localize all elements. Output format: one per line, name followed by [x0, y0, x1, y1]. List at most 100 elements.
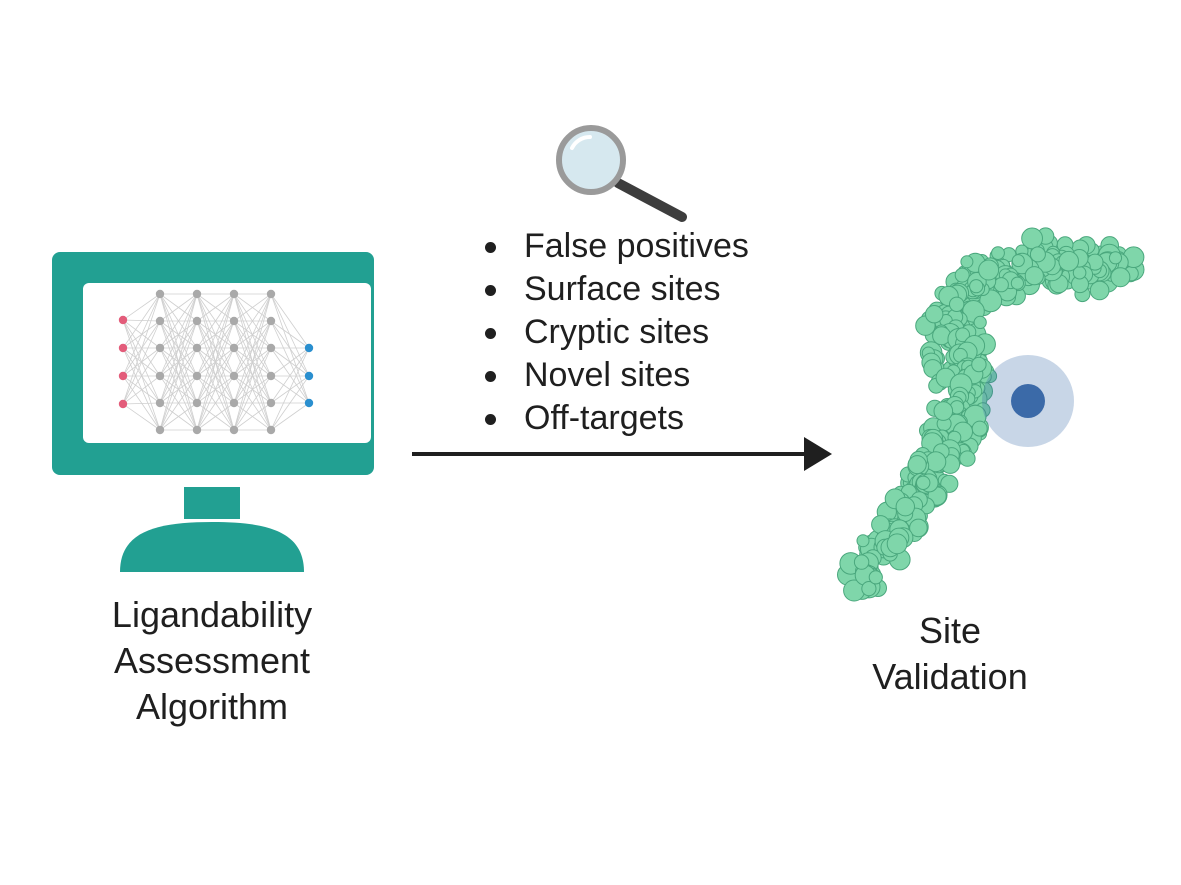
network-node — [155, 425, 165, 435]
network-node — [118, 315, 128, 325]
protein-atom — [971, 356, 987, 373]
network-edge — [270, 402, 310, 431]
neural-network-icon — [118, 289, 314, 435]
network-node — [304, 398, 314, 408]
network-edge — [159, 293, 198, 431]
protein-atom — [916, 475, 931, 490]
network-node — [192, 425, 202, 435]
network-node — [192, 289, 202, 299]
protein-atom — [868, 570, 883, 585]
network-node — [229, 343, 239, 353]
protein-atom — [853, 554, 870, 570]
caption-line: Ligandability — [111, 594, 313, 635]
network-edge — [122, 375, 161, 405]
protein-atom — [993, 277, 1009, 293]
network-edge — [159, 293, 198, 377]
caption-line: Algorithm — [135, 686, 289, 727]
network-edge — [233, 320, 272, 431]
protein-atom — [971, 420, 988, 437]
network-edge — [122, 319, 161, 349]
arrow-head — [804, 437, 832, 471]
list-item: Novel sites — [480, 354, 749, 397]
network-node — [266, 398, 276, 408]
protein-atom — [1011, 254, 1025, 268]
network-edge — [270, 347, 310, 404]
network-edge — [122, 293, 161, 321]
magnifying-glass-icon — [556, 125, 687, 222]
caption-line: Assessment — [113, 640, 311, 681]
protein-atom — [1029, 246, 1046, 263]
network-node — [118, 343, 128, 353]
network-node — [192, 343, 202, 353]
list-item: Surface sites — [480, 268, 749, 311]
monitor-icon — [52, 252, 374, 572]
network-edge — [196, 402, 235, 431]
network-edge — [159, 402, 198, 431]
network-edge — [159, 347, 198, 431]
network-edge — [122, 403, 161, 431]
network-edge — [196, 293, 235, 349]
arrow-icon — [412, 437, 832, 471]
network-node — [155, 398, 165, 408]
network-edge — [122, 293, 161, 349]
network-edge — [270, 375, 310, 431]
network-edge — [196, 347, 235, 431]
network-node — [229, 371, 239, 381]
protein-atom — [940, 474, 959, 493]
protein-atom — [955, 327, 970, 343]
network-edge — [196, 293, 235, 404]
network-node — [229, 316, 239, 326]
caption-line: Site — [918, 610, 982, 651]
network-node — [229, 398, 239, 408]
validation-caption: Site Validation — [830, 608, 1070, 700]
network-edge — [270, 347, 310, 377]
network-edge — [233, 293, 272, 349]
network-edge — [122, 293, 161, 377]
network-edge — [233, 293, 272, 377]
protein-atom — [1024, 266, 1044, 286]
network-edge — [233, 293, 272, 431]
network-edge — [196, 320, 235, 431]
protein-atom — [1110, 267, 1131, 288]
network-node — [304, 343, 314, 353]
protein-atom — [973, 315, 987, 329]
protein-structure-icon — [837, 227, 1145, 602]
network-node — [304, 371, 314, 381]
monitor-neck — [184, 487, 240, 519]
network-node — [266, 425, 276, 435]
protein-atom — [1089, 280, 1110, 301]
network-node — [155, 343, 165, 353]
network-edge — [233, 375, 272, 431]
protein-atom — [895, 497, 915, 517]
network-edge — [159, 320, 198, 431]
magnifier-highlight — [570, 134, 592, 150]
protein-atom — [978, 259, 1000, 281]
network-edge — [233, 293, 272, 322]
network-edge — [233, 347, 272, 431]
magnifier-handle — [613, 178, 687, 222]
network-edge — [159, 293, 198, 404]
binding-site-core — [1011, 384, 1045, 418]
network-node — [155, 371, 165, 381]
network-edge — [196, 293, 235, 377]
protein-atom — [1108, 251, 1123, 265]
network-edge — [122, 320, 161, 405]
protein-atom — [933, 401, 954, 421]
network-node — [155, 316, 165, 326]
network-node — [229, 289, 239, 299]
network-node — [118, 371, 128, 381]
protein-atom — [954, 267, 970, 283]
network-edge — [159, 375, 198, 431]
protein-atom — [960, 255, 974, 269]
protein-atom — [969, 279, 984, 294]
network-node — [192, 398, 202, 408]
protein-atom — [949, 296, 965, 312]
protein-atom — [909, 518, 928, 538]
network-node — [266, 289, 276, 299]
protein-atom — [959, 450, 976, 467]
network-node — [192, 371, 202, 381]
protein-atom — [886, 533, 908, 555]
network-node — [266, 343, 276, 353]
network-edge — [122, 347, 161, 405]
